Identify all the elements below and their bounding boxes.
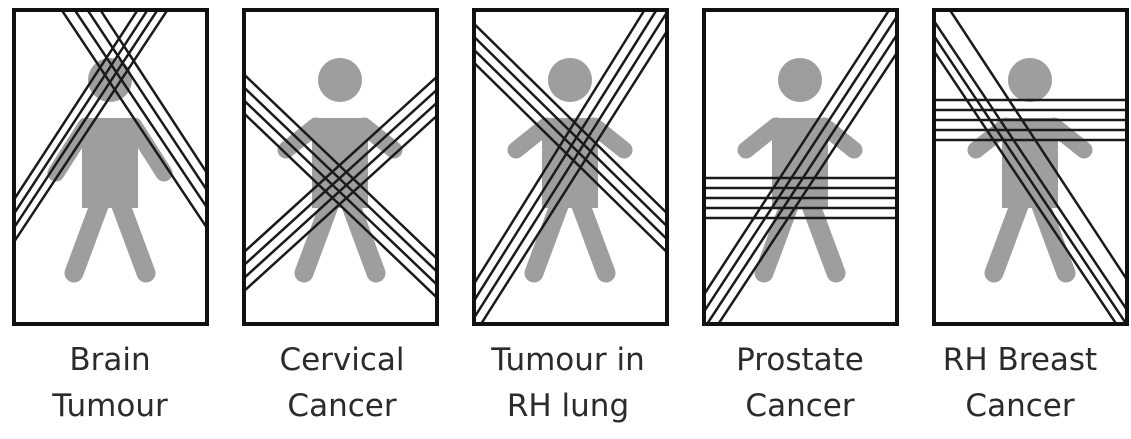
beam-lines — [932, 8, 1129, 326]
caption-line2: Cancer — [910, 383, 1130, 429]
panel-tumour-rh-lung — [472, 8, 666, 326]
panel-rh-breast-cancer — [932, 8, 1126, 326]
caption-line2: Tumour — [0, 383, 220, 429]
beam-diagram-lung — [472, 8, 669, 326]
caption-prostate-cancer: Prostate Cancer — [690, 337, 910, 429]
panel-prostate-cancer — [702, 8, 896, 326]
beam-diagram-cervical — [242, 8, 439, 326]
caption-line1: Prostate — [690, 337, 910, 383]
caption-line1: RH Breast — [910, 337, 1130, 383]
beam-diagram-breast — [932, 8, 1129, 326]
caption-tumour-rh-lung: Tumour in RH lung — [458, 337, 678, 429]
caption-brain-tumour: Brain Tumour — [0, 337, 220, 429]
caption-rh-breast-cancer: RH Breast Cancer — [910, 337, 1130, 429]
caption-cervical-cancer: Cervical Cancer — [232, 337, 452, 429]
caption-line1: Brain — [0, 337, 220, 383]
caption-line2: Cancer — [232, 383, 452, 429]
caption-line1: Tumour in — [458, 337, 678, 383]
human-figure — [56, 58, 164, 273]
panel-brain-tumour — [12, 8, 206, 326]
caption-line2: RH lung — [458, 383, 678, 429]
beam-diagram-prostate — [702, 8, 899, 326]
beam-lines — [472, 8, 669, 326]
caption-line2: Cancer — [690, 383, 910, 429]
beam-diagram-brain — [12, 8, 209, 326]
panel-cervical-cancer — [242, 8, 436, 326]
caption-line1: Cervical — [232, 337, 452, 383]
